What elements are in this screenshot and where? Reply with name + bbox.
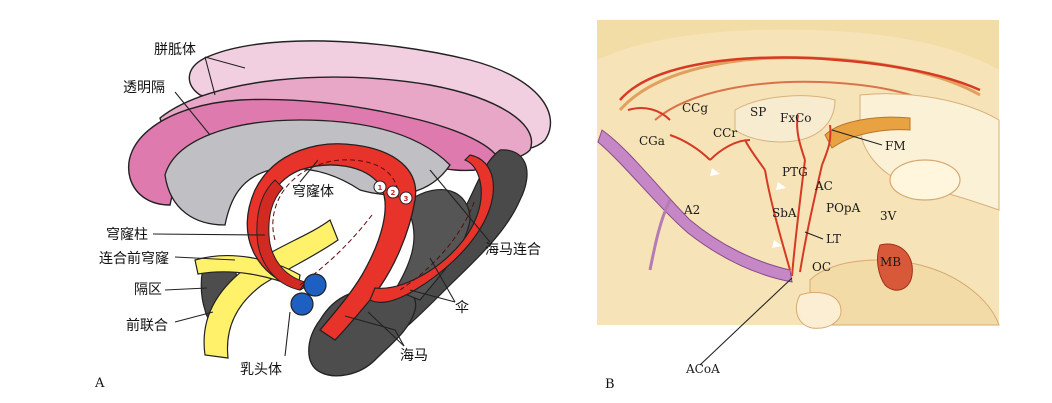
panel-letter-a: A — [94, 376, 105, 391]
a2-branch — [648, 199, 672, 271]
svg-text:1: 1 — [378, 184, 383, 192]
label-fimbria: 伞 — [455, 299, 469, 316]
hippocampus-body-shape — [394, 189, 471, 301]
label-ac: AC — [814, 179, 833, 193]
label-popa: POpA — [826, 201, 861, 215]
mb-shape — [877, 243, 913, 291]
label-lt: LT — [826, 232, 841, 246]
pituitary-shape — [796, 292, 842, 329]
perforator-arteries — [627, 107, 832, 277]
label-sba: SbA — [772, 206, 797, 220]
panel-b-arterial-diagram: CCg SP FxCo CGa CCr FM PTG AC A2 SbA POp… — [560, 0, 1052, 403]
label-hippocampal-commissure: 海马连合 — [485, 242, 541, 258]
label-fornix: 穹窿体 — [292, 184, 334, 200]
panel-letter-b: B — [605, 377, 615, 392]
label-hippocampus: 海马 — [400, 348, 428, 364]
anterior-commissure-shape — [203, 219, 339, 359]
label-fm: FM — [885, 139, 906, 153]
label-precommissural-fornix: 连合前穹窿 — [99, 250, 169, 267]
label-ccr: CCr — [713, 126, 737, 140]
mammillary-body-lower — [290, 292, 314, 316]
label-anterior-commissure: 前联合 — [126, 317, 168, 334]
svg-text:3: 3 — [404, 195, 409, 203]
label-ccg: CCg — [682, 101, 708, 115]
a2-artery — [597, 129, 793, 283]
label-septum-pellucidum: 透明隔 — [123, 80, 165, 96]
septum-region — [734, 95, 836, 143]
panel-a-fornix-diagram: 1 2 3 胼胝体 透明隔 穹窿体 穹窿柱 连合前穹窿 隔区 前联合 乳头体 海… — [94, 40, 552, 391]
label-cga: CGa — [639, 134, 665, 148]
label-mammillary-body: 乳头体 — [240, 362, 282, 378]
brainstem-region — [809, 259, 1000, 326]
number-markers: 1 2 3 — [373, 180, 413, 205]
mammillary-body-upper — [303, 273, 327, 297]
label-corpus-callosum: 胼胝体 — [154, 42, 196, 58]
label-oc: OC — [812, 260, 831, 274]
label-septal-area: 隔区 — [134, 282, 162, 298]
label-acoa: ACoA — [685, 362, 720, 376]
fornix-column-inner — [256, 179, 306, 291]
panel-a-svg: 1 2 3 胼胝体 透明隔 穹窿体 穹窿柱 连合前穹窿 隔区 前联合 乳头体 海… — [94, 40, 552, 391]
thalamus-oval — [889, 159, 961, 201]
label-mb: MB — [880, 255, 901, 269]
label-sp: SP — [750, 105, 766, 119]
label-fornix-column: 穹窿柱 — [106, 227, 148, 243]
brain-outer-fold — [597, 20, 999, 70]
label-ptg: PTG — [782, 165, 808, 179]
fm-band — [824, 116, 911, 149]
label-3v: 3V — [880, 209, 897, 223]
label-a2: A2 — [683, 203, 700, 217]
label-fxco: FxCo — [780, 111, 812, 125]
arrow-marker-1 — [710, 168, 720, 176]
arrow-marker-2 — [776, 182, 786, 190]
callosal-artery — [619, 56, 981, 101]
fimbria-strand — [369, 154, 494, 303]
arrow-marker-3 — [772, 240, 782, 248]
panel-b-svg: CCg SP FxCo CGa CCr FM PTG AC A2 SbA POp… — [597, 20, 1000, 392]
svg-text:2: 2 — [391, 189, 396, 197]
